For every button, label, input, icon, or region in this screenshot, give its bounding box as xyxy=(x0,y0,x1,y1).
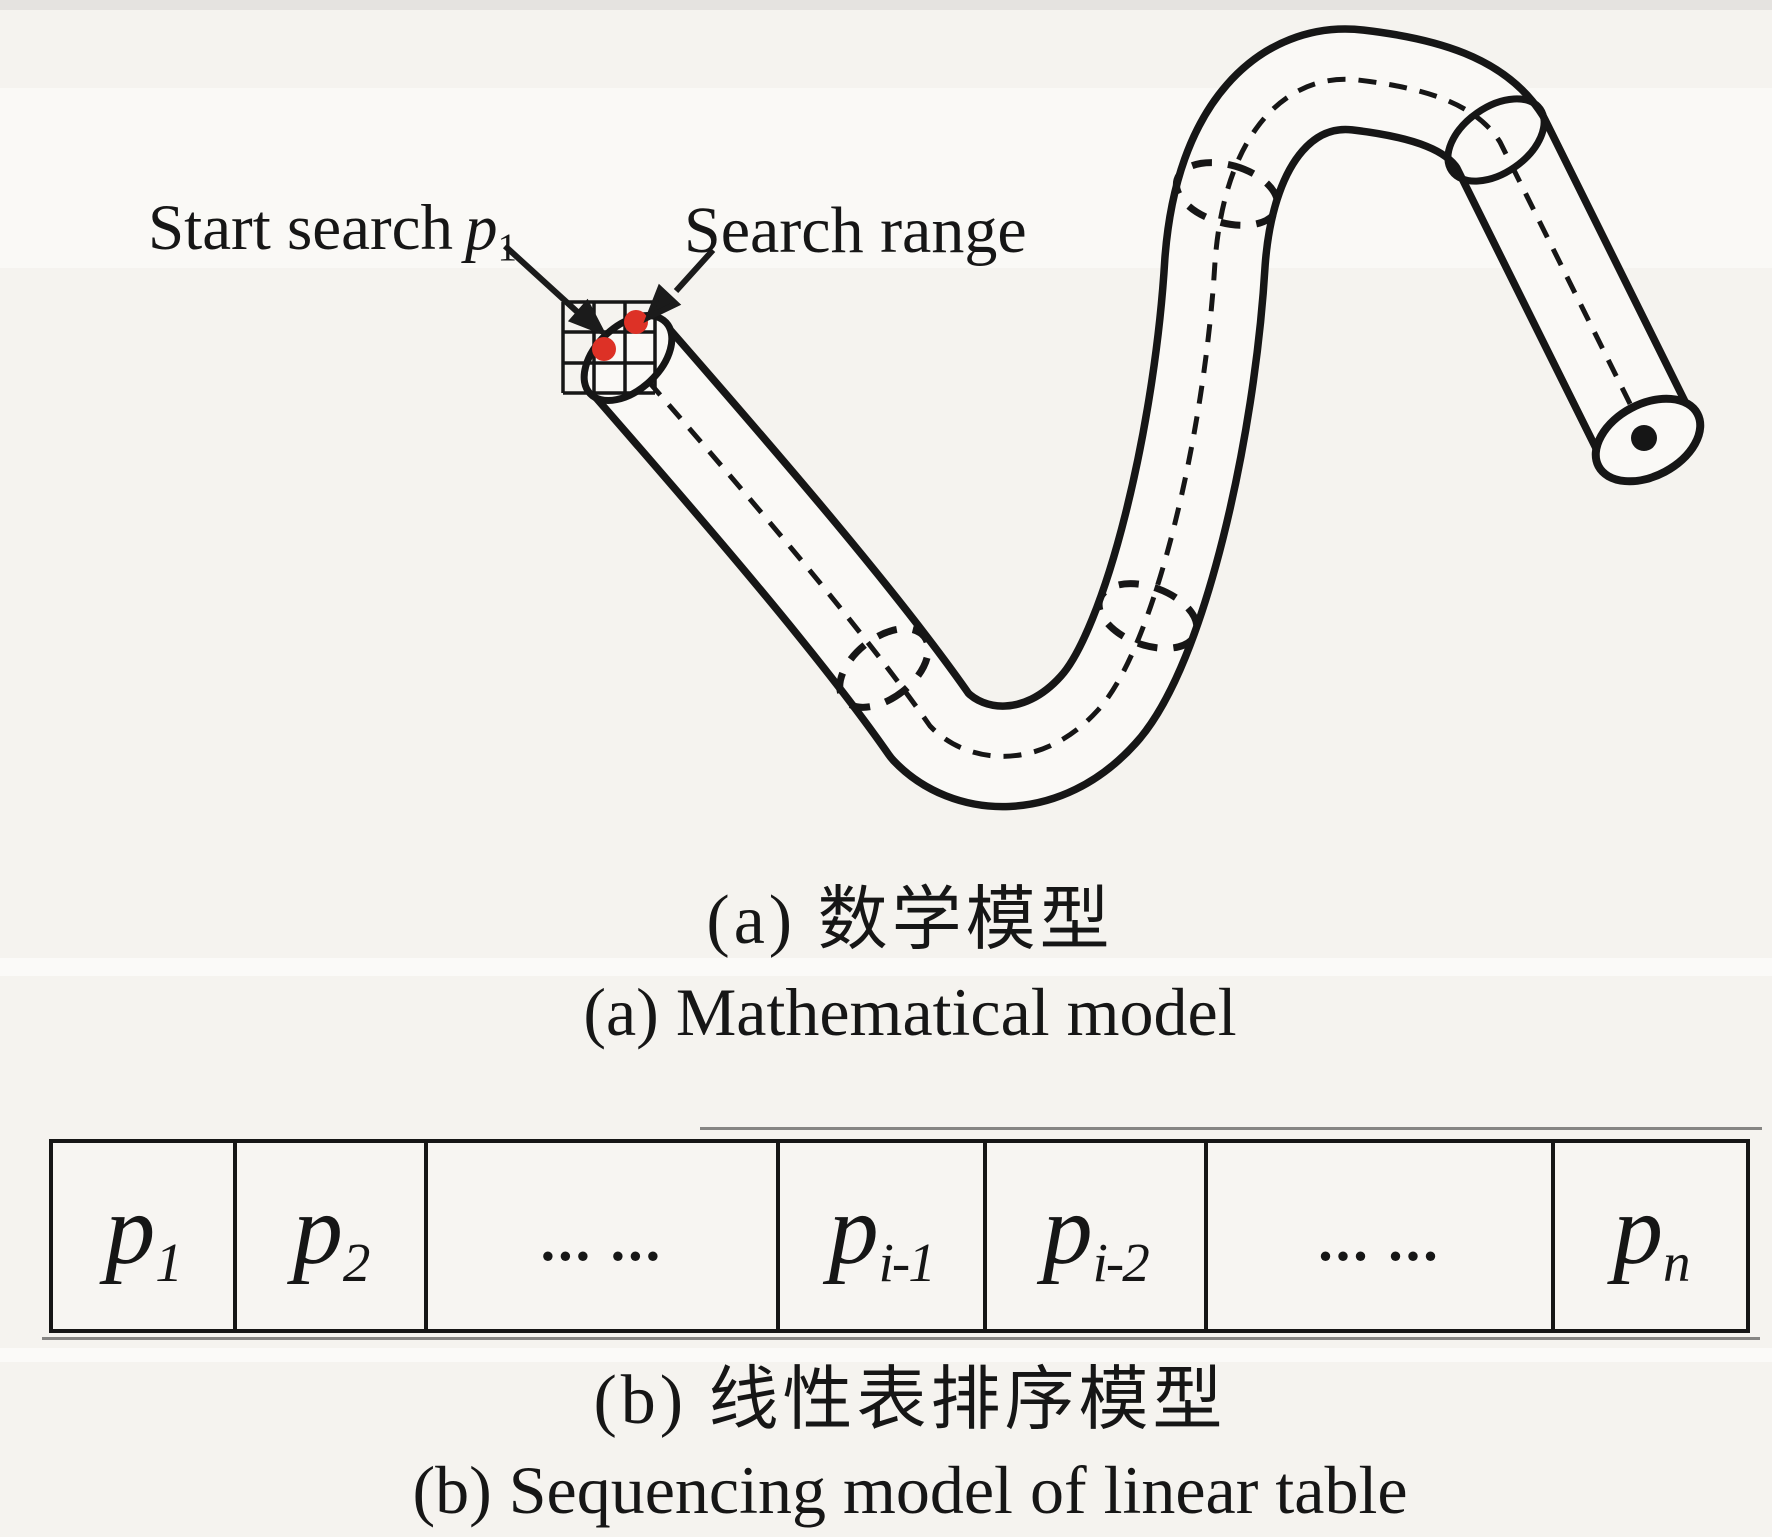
linear-table: p1 p2 ... ... pi-1 pi-2 ... ... pn xyxy=(49,1139,1750,1333)
cell-subscript: 1 xyxy=(155,1232,182,1294)
cell-subscript: i-2 xyxy=(1092,1232,1150,1294)
cell-dots: ... ... xyxy=(1318,1207,1441,1273)
table-cell: pi-1 xyxy=(780,1143,987,1329)
scan-artifact-band xyxy=(0,1348,1772,1362)
cell-variable: p xyxy=(1042,1174,1093,1285)
dashed-section-ellipse xyxy=(1172,159,1282,229)
table-cell: ... ... xyxy=(428,1143,780,1329)
table-cell: p1 xyxy=(53,1143,238,1329)
caption-a-chinese: (a) 数学模型 xyxy=(706,882,1114,959)
start-search-arrowhead-icon xyxy=(567,298,608,337)
table-cell: pi-2 xyxy=(987,1143,1208,1329)
cell-dots: ... ... xyxy=(540,1207,664,1273)
search-range-label: Search range xyxy=(684,194,1027,267)
table-cell: ... ... xyxy=(1208,1143,1556,1329)
dashed-section-ellipse xyxy=(1095,580,1201,652)
mathematical-model-drawing xyxy=(502,25,1705,811)
start-point-dot xyxy=(592,337,616,361)
cell-subscript: 2 xyxy=(342,1232,370,1294)
cell-variable: p xyxy=(105,1174,156,1285)
cell-variable: p xyxy=(1612,1174,1663,1285)
scan-artifact-line xyxy=(42,1337,1760,1340)
caption-b-chinese: (b) 线性表排序模型 xyxy=(593,1362,1227,1439)
dashed-section-ellipse xyxy=(836,625,932,711)
cross-section-rings xyxy=(836,159,1282,711)
search-range-dot xyxy=(624,310,648,334)
tube-end-opening xyxy=(1591,394,1705,486)
start-search-text: Start search xyxy=(148,192,454,264)
cell-subscript: n xyxy=(1662,1232,1690,1294)
search-range-arrowhead-icon xyxy=(643,283,682,324)
start-search-subscript: 1 xyxy=(497,225,518,269)
start-search-variable: p xyxy=(465,192,498,264)
cell-variable: p xyxy=(828,1174,879,1285)
end-center-dot xyxy=(1631,425,1657,451)
cell-subscript: i-1 xyxy=(878,1232,936,1294)
table-cell: p2 xyxy=(237,1143,429,1329)
search-points xyxy=(592,310,648,361)
cell-variable: p xyxy=(292,1174,343,1285)
search-range-arrow-line xyxy=(673,247,716,294)
scan-artifact-line xyxy=(700,1127,1762,1130)
solid-section-ellipse xyxy=(1444,95,1548,185)
table-cell: pn xyxy=(1555,1143,1746,1329)
caption-a-english: (a) Mathematical model xyxy=(583,974,1237,1050)
start-search-arrow-line xyxy=(502,243,587,321)
caption-b-english: (b) Sequencing model of linear table xyxy=(412,1452,1408,1528)
annotation-arrows xyxy=(502,243,716,337)
